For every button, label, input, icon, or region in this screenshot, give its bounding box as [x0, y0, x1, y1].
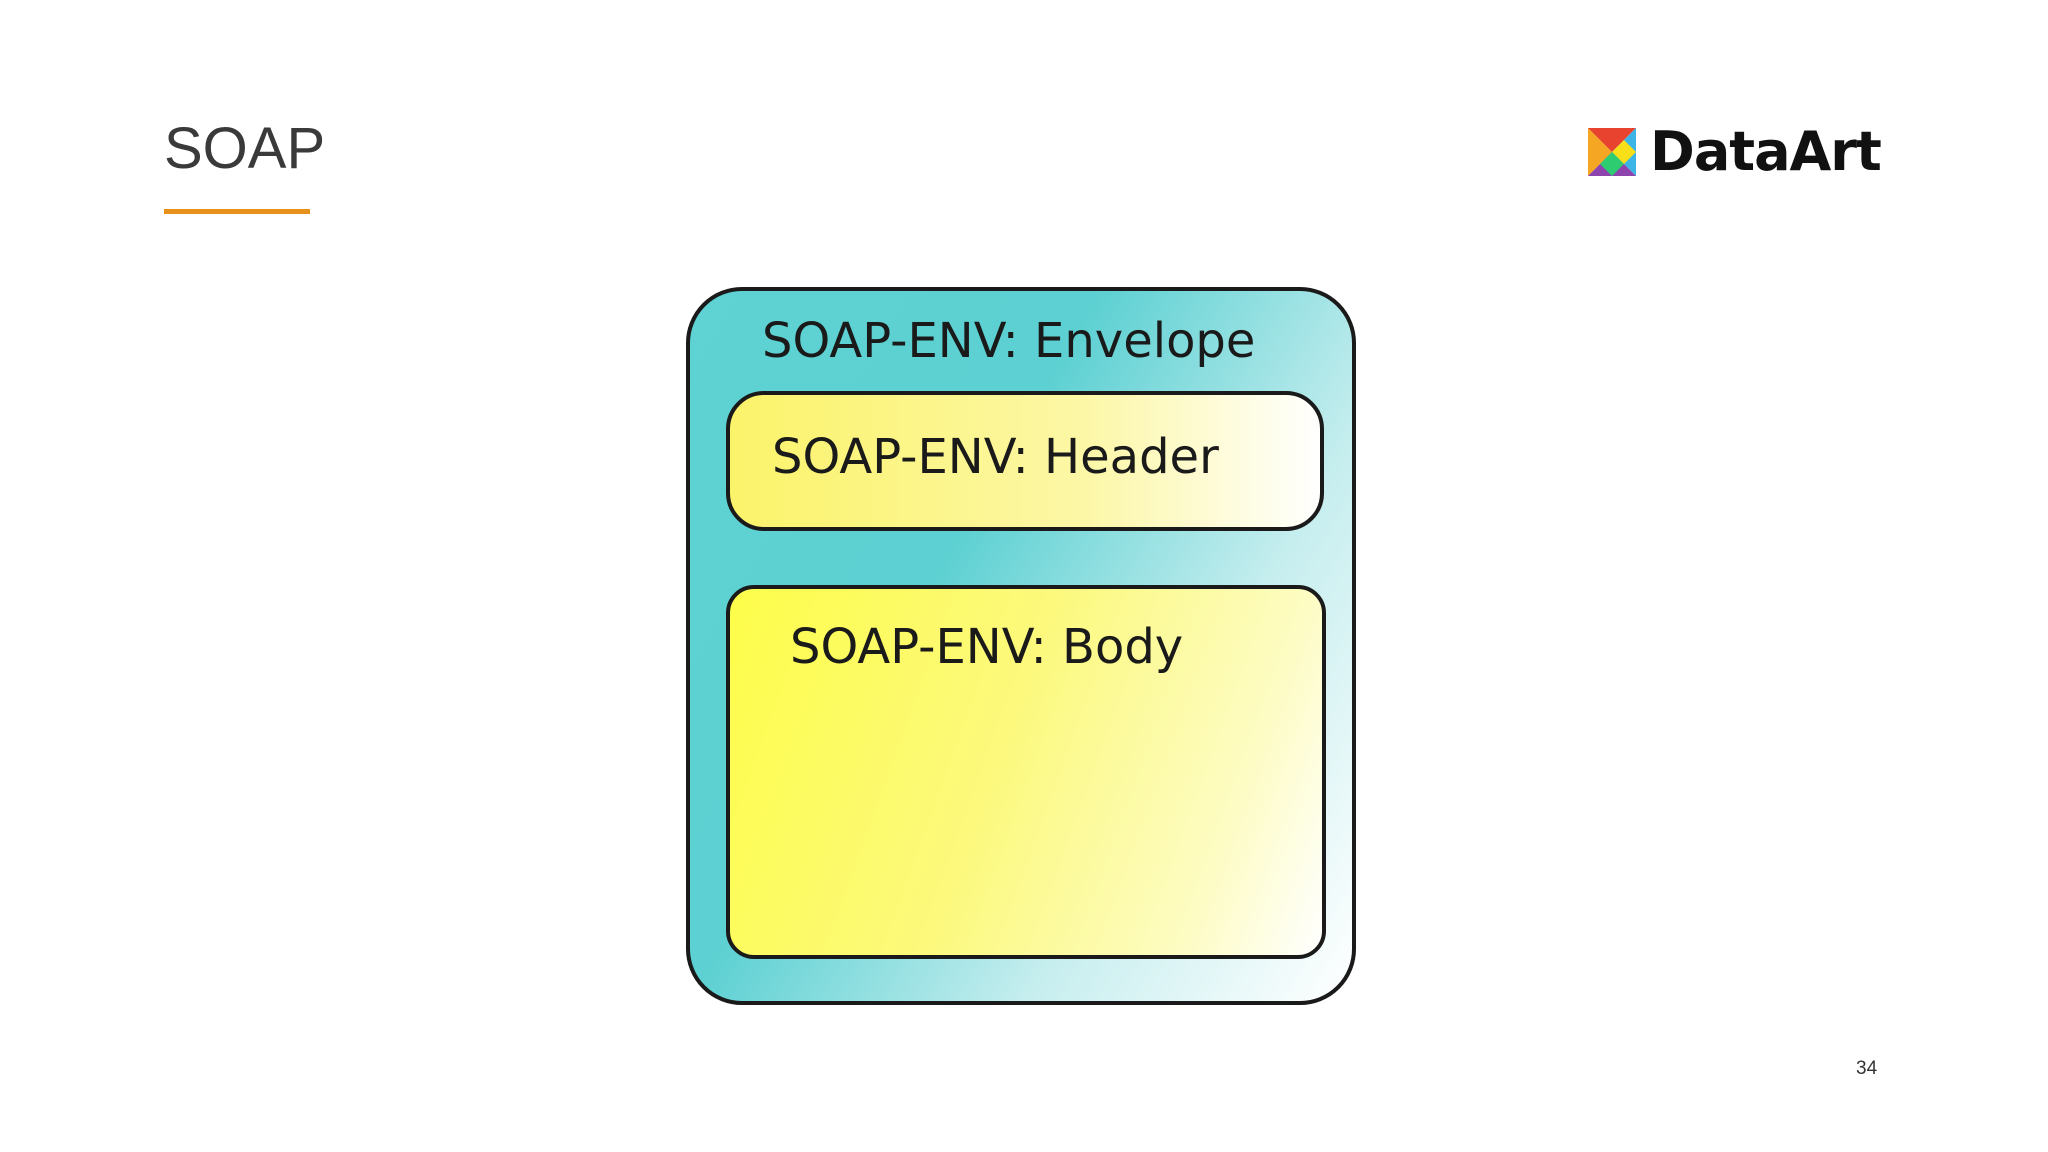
envelope-label: SOAP-ENV: Envelope [762, 313, 1256, 369]
soap-body-box: SOAP-ENV: Body [726, 585, 1326, 959]
soap-header-box: SOAP-ENV: Header [726, 391, 1324, 531]
logo-text: DataArt [1650, 120, 1882, 183]
header-label: SOAP-ENV: Header [772, 429, 1219, 485]
slide-title: SOAP [164, 116, 326, 181]
soap-envelope-box: SOAP-ENV: Envelope SOAP-ENV: Header SOAP… [686, 287, 1356, 1005]
title-underline [164, 209, 310, 214]
page-number: 34 [1856, 1058, 1878, 1079]
dataart-logo: DataArt [1588, 120, 1882, 183]
dataart-logo-icon [1588, 128, 1636, 176]
body-label: SOAP-ENV: Body [790, 619, 1184, 675]
